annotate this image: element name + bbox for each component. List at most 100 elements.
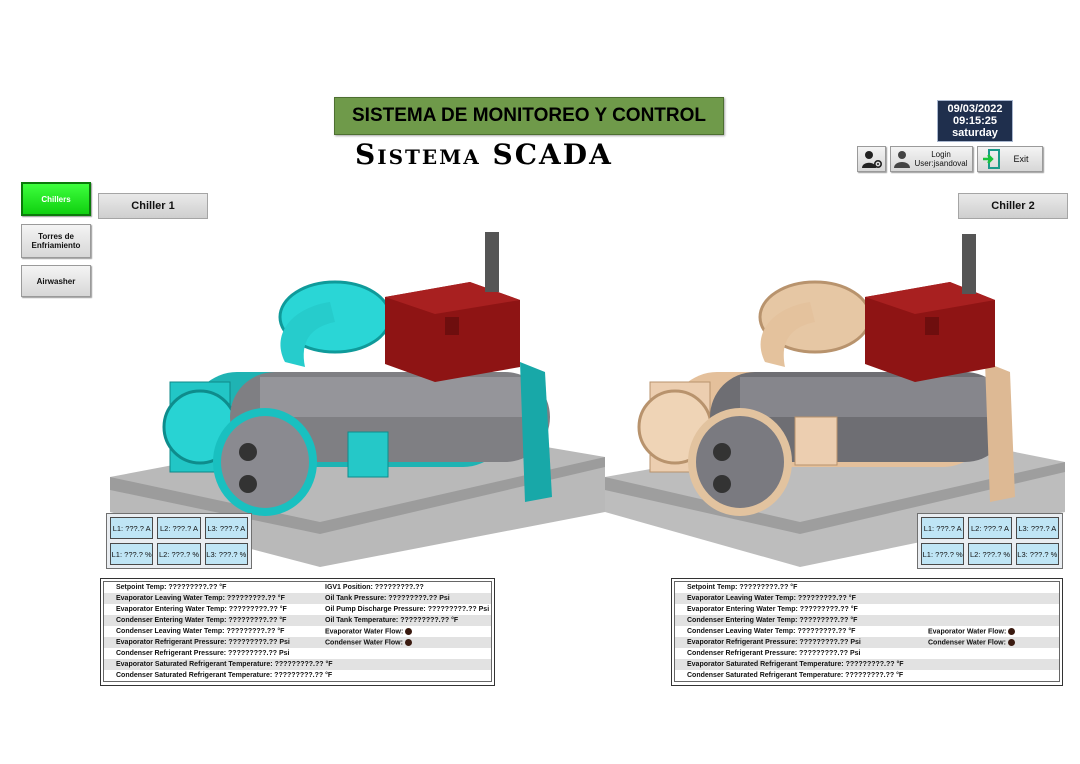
table-row: Setpoint Temp: ?????????.?? °F [675,582,1059,593]
login-button[interactable]: Login User:jsandoval [890,146,973,172]
table-row: Evaporator Leaving Water Temp: ?????????… [675,593,1059,604]
table-row: Condenser Saturated Refrigerant Temperat… [675,670,1059,681]
row-right-cell: Condenser Water Flow: [325,638,412,647]
exit-door-icon [983,149,1000,169]
nav-torres-button[interactable]: Torres de Enfriamiento [21,224,91,258]
date-text: 09/03/2022 [947,103,1003,115]
nav-torres-label-1: Torres de [38,232,74,241]
row-left-value: Evaporator Entering Water Temp: ????????… [687,606,858,613]
table-row: Condenser Leaving Water Temp: ?????????.… [104,626,491,637]
row-left-value: Condenser Leaving Water Temp: ?????????.… [116,628,285,635]
table-row: Condenser Leaving Water Temp: ?????????.… [675,626,1059,637]
table-row: Condenser Refrigerant Pressure: ????????… [104,648,491,659]
time-text: 09:15:25 [952,115,998,127]
table-row: Condenser Entering Water Temp: ?????????… [104,615,491,626]
row-left-value: Condenser Refrigerant Pressure: ????????… [687,650,861,657]
user-settings-button[interactable] [857,146,886,172]
user-icon [894,151,910,168]
chiller1-shell-highlight [260,377,540,417]
row-right-cell: Oil Tank Temperature: ?????????.?? °F [325,617,458,624]
table-row: Evaporator Saturated Refrigerant Tempera… [104,659,491,670]
row-left-value: Condenser Leaving Water Temp: ?????????.… [687,628,856,635]
chiller1-pipe [280,302,335,367]
chiller1-label[interactable]: Chiller 1 [98,193,208,219]
chiller2-label[interactable]: Chiller 2 [958,193,1068,219]
chiller1-end-support [520,362,552,502]
table-row: Evaporator Leaving Water Temp: ?????????… [104,593,491,604]
flow-status-lamp [404,638,412,646]
chiller2-panel-window [925,317,939,335]
chiller2-l3-amps: L3: ???.? A [1015,517,1059,539]
chiller1-current-panel: L1: ???.? A L2: ???.? A L3: ???.? A L1: … [106,513,252,569]
row-right-cell: Oil Tank Pressure: ?????????.?? Psi [325,595,450,602]
row-left-value: Evaporator Refrigerant Pressure: ???????… [687,639,861,646]
row-left-value: Condenser Saturated Refrigerant Temperat… [687,672,904,679]
table-row: Evaporator Entering Water Temp: ????????… [104,604,491,615]
chiller2-junction-box [794,416,838,466]
row-right-cell: Condenser Water Flow: [928,638,1015,647]
chiller2-image[interactable] [600,222,1070,582]
row-left-value: Condenser Saturated Refrigerant Temperat… [116,672,333,679]
chiller1-l3-amps: L3: ???.? A [204,517,248,539]
chiller2-motor [962,234,976,294]
chiller1-data-table: Setpoint Temp: ?????????.?? °F IGV1 Posit… [100,578,495,686]
row-left-value: Evaporator Refrigerant Pressure: ???????… [116,639,290,646]
flow-status-lamp [1007,638,1015,646]
table-row: Evaporator Refrigerant Pressure: ???????… [104,637,491,648]
chiller1-l3-percent: L3: ???.? % [204,543,248,565]
row-left-value: Condenser Entering Water Temp: ?????????… [687,617,858,624]
row-left-value: Condenser Refrigerant Pressure: ????????… [116,650,290,657]
chiller2-condenser-head [688,408,792,516]
table-row: Evaporator Refrigerant Pressure: ???????… [675,637,1059,648]
row-left-value: Evaporator Saturated Refrigerant Tempera… [116,661,333,668]
row-right-cell: IGV1 Position: ?????????.?? [325,584,424,591]
page-title: SISTEMA DE MONITOREO Y CONTROL [334,97,724,135]
exit-button[interactable]: Exit [977,146,1043,172]
page-subtitle: Sistema SCADA [355,138,613,171]
row-left-value: Setpoint Temp: ?????????.?? °F [116,584,227,591]
chiller1-l1-percent: L1: ???.? % [110,543,154,565]
row-right-value: IGV1 Position: ?????????.?? [325,584,424,591]
nav-airwasher-button[interactable]: Airwasher [21,265,91,297]
datetime-display: 09/03/2022 09:15:25 saturday [937,100,1013,142]
day-text: saturday [952,127,998,139]
row-right-cell: Oil Pump Discharge Pressure: ?????????.?… [325,606,489,613]
table-row: Evaporator Saturated Refrigerant Tempera… [675,659,1059,670]
chiller2-l1-percent: L1: ???.? % [921,543,965,565]
row-right-value: Condenser Water Flow: [325,639,403,647]
table-row: Setpoint Temp: ?????????.?? °F IGV1 Posit… [104,582,491,593]
chiller2-l1-amps: L1: ???.? A [921,517,965,539]
row-left-value: Evaporator Saturated Refrigerant Tempera… [687,661,904,668]
nav-airwasher-label: Airwasher [36,276,76,286]
user-label: User:jsandoval [914,159,968,168]
row-right-value: Evaporator Water Flow: [325,628,404,636]
login-label: Login [931,150,951,159]
chiller1-l2-amps: L2: ???.? A [157,517,201,539]
chiller1-panel-window [445,317,459,335]
table-row: Evaporator Entering Water Temp: ????????… [675,604,1059,615]
row-right-cell: Evaporator Water Flow: [928,627,1016,635]
nav-chillers-label: Chillers [41,194,71,204]
flow-status-lamp [1008,627,1016,635]
row-right-value: Oil Pump Discharge Pressure: ?????????.?… [325,606,490,613]
table-row: Condenser Entering Water Temp: ?????????… [675,615,1059,626]
chiller1-l1-amps: L1: ???.? A [110,517,154,539]
row-right-value: Oil Tank Pressure: ?????????.?? Psi [325,595,450,602]
chiller1-nozzle-b [239,475,257,493]
chiller1-nozzle-a [239,443,257,461]
chiller1-condenser-head [213,408,317,516]
chiller2-base-edge [605,462,1065,534]
table-row: Condenser Refrigerant Pressure: ????????… [675,648,1059,659]
row-left-value: Evaporator Leaving Water Temp: ?????????… [116,595,285,602]
table-row: Condenser Saturated Refrigerant Temperat… [104,670,491,681]
chiller2-shell-highlight [740,377,1000,417]
row-right-value: Condenser Water Flow: [928,639,1006,647]
chiller2-current-panel: L1: ???.? A L2: ???.? A L3: ???.? A L1: … [917,513,1063,569]
chiller1-junction-box [347,431,389,478]
chiller2-l2-amps: L2: ???.? A [968,517,1012,539]
nav-chillers-button[interactable]: Chillers [21,182,91,216]
nav-torres-label-2: Enfriamiento [31,241,81,250]
chiller2-l3-percent: L3: ???.? % [1015,543,1059,565]
